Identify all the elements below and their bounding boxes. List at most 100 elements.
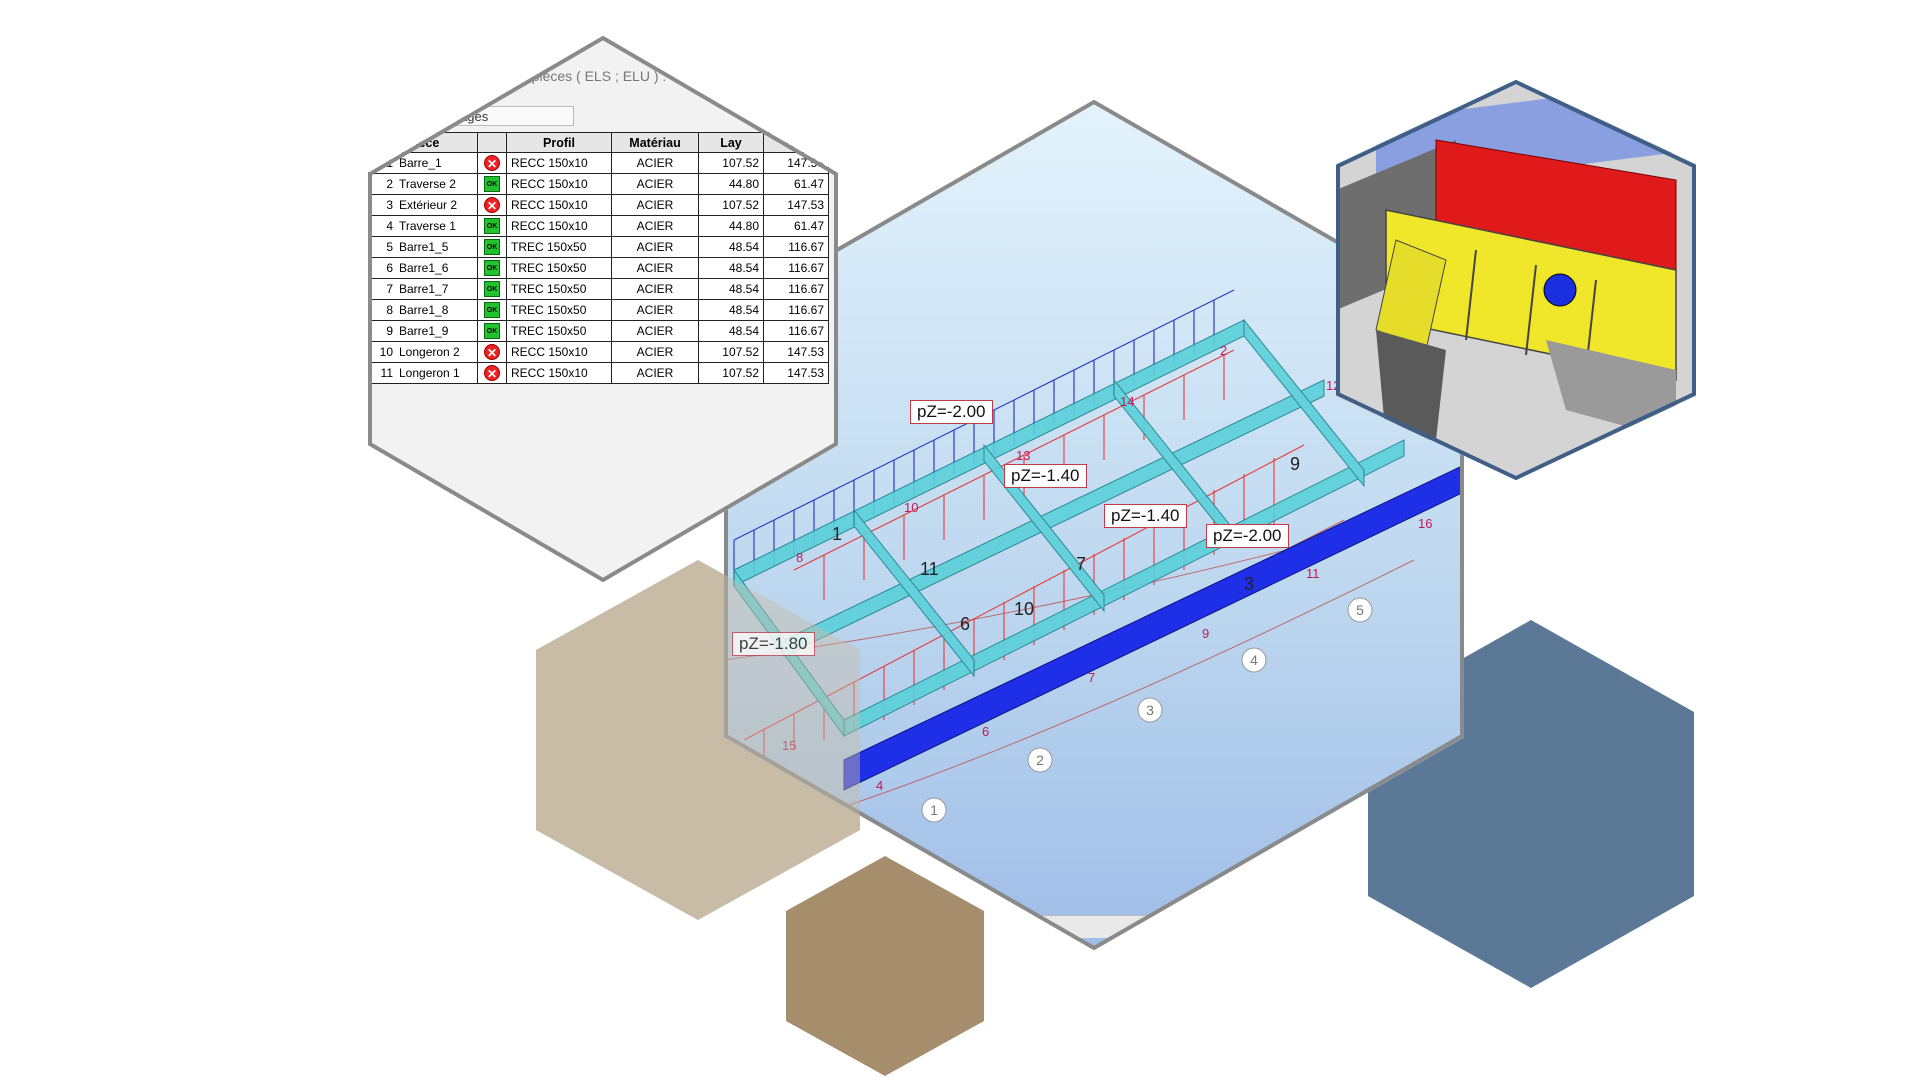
- node-label: 13: [1016, 448, 1030, 463]
- materiau-cell: ACIER: [611, 320, 699, 342]
- node-label: 14: [1120, 394, 1134, 409]
- structure-model-view[interactable]: 1 2 3 4 5 1 11 6 10 7 9 3: [724, 100, 1464, 950]
- load-label[interactable]: pZ=-2.00: [1206, 524, 1289, 548]
- lay-cell: 107.52: [698, 362, 764, 384]
- dialog-title: es pièces ( ELS ; ELU ) :: [513, 68, 667, 84]
- laz-cell: 147.53: [763, 152, 829, 174]
- grid-label: 3: [1146, 702, 1154, 718]
- piece-name: Traverse 2: [399, 177, 456, 191]
- status-ok-icon: OK: [484, 218, 500, 234]
- lay-cell: 48.54: [698, 236, 764, 258]
- status-cell: OK: [477, 215, 507, 237]
- piece-index: 3: [386, 198, 393, 212]
- column-header-materiau[interactable]: Matériau: [611, 132, 699, 153]
- tab-messages[interactable]: ssages: [438, 106, 574, 126]
- profil-cell: RECC 150x10: [506, 215, 612, 237]
- column-header-laz[interactable]: Laz: [763, 132, 829, 153]
- status-ok-icon: OK: [484, 323, 500, 339]
- load-label[interactable]: pZ=-1.40: [1004, 464, 1087, 488]
- load-label[interactable]: pZ=-1.80: [732, 632, 815, 656]
- profil-cell: TREC 150x50: [506, 278, 612, 300]
- piece-index: 4: [386, 219, 393, 233]
- grid-label: 4: [1250, 652, 1258, 668]
- piece-cell: 4 Traverse 1: [368, 215, 478, 237]
- lay-cell: 48.54: [698, 278, 764, 300]
- member-label: 10: [1014, 599, 1034, 619]
- laz-cell: 116.67: [763, 320, 829, 342]
- profil-cell: RECC 150x10: [506, 194, 612, 216]
- materiau-cell: ACIER: [611, 215, 699, 237]
- materiau-cell: ACIER: [611, 341, 699, 363]
- lay-cell: 48.54: [698, 257, 764, 279]
- node-label: 15: [782, 738, 796, 753]
- lay-cell: 48.54: [698, 299, 764, 321]
- laz-cell: 116.67: [763, 278, 829, 300]
- load-label[interactable]: pZ=-2.00: [910, 400, 993, 424]
- piece-cell: 2 Traverse 2: [368, 173, 478, 195]
- piece-name: Barre1_9: [399, 324, 449, 338]
- laz-cell: 116.67: [763, 299, 829, 321]
- piece-name: Barre1_5: [399, 240, 449, 254]
- piece-index: 2: [386, 177, 393, 191]
- laz-cell: 61.47: [763, 173, 829, 195]
- piece-name: Barre1_8: [399, 303, 449, 317]
- status-ok-icon: OK: [484, 176, 500, 192]
- connection-detail-view[interactable]: [1336, 80, 1696, 480]
- status-error-icon: ✕: [484, 365, 500, 381]
- column-header-profil[interactable]: Profil: [506, 132, 612, 153]
- z-coordinate-readout: Z = 0,00: [1139, 920, 1184, 934]
- status-error-icon: ✕: [484, 344, 500, 360]
- member-label: 9: [1290, 454, 1300, 474]
- laz-cell: 61.47: [763, 215, 829, 237]
- node-label: 11: [1306, 566, 1320, 581]
- status-ok-icon: OK: [484, 302, 500, 318]
- profil-cell: RECC 150x10: [506, 173, 612, 195]
- pieces-dialog[interactable]: es pièces ( ELS ; ELU ) : ssages Pièce P…: [368, 36, 838, 582]
- column-header-status[interactable]: [477, 132, 507, 153]
- load-label[interactable]: pZ=-1.40: [1104, 504, 1187, 528]
- materiau-cell: ACIER: [611, 152, 699, 174]
- piece-name: Traverse 1: [399, 219, 456, 233]
- piece-name: Longeron 1: [399, 366, 460, 380]
- status-cell: ✕: [477, 152, 507, 174]
- grid-label: 1: [930, 802, 938, 818]
- profil-cell: RECC 150x10: [506, 152, 612, 174]
- piece-index: 11: [380, 366, 393, 380]
- status-ok-icon: OK: [484, 281, 500, 297]
- profil-cell: TREC 150x50: [506, 320, 612, 342]
- materiau-cell: ACIER: [611, 257, 699, 279]
- status-bar: Z = 0,00: [1039, 915, 1339, 938]
- member-label: 11: [920, 559, 939, 579]
- grid-label: 2: [1036, 752, 1044, 768]
- column-header-piece[interactable]: Pièce: [368, 132, 478, 153]
- piece-index: 6: [386, 261, 393, 275]
- status-error-icon: ✕: [484, 155, 500, 171]
- status-cell: OK: [477, 299, 507, 321]
- connection-detail-canvas[interactable]: [1336, 80, 1696, 480]
- piece-index: 7: [386, 282, 393, 296]
- status-cell: OK: [477, 320, 507, 342]
- node-label: 2: [1220, 343, 1227, 358]
- piece-index: 1: [386, 156, 393, 170]
- status-cell: OK: [477, 236, 507, 258]
- column-header-lay[interactable]: Lay: [698, 132, 764, 153]
- piece-index: 9: [386, 324, 393, 338]
- member-label: 6: [960, 614, 970, 634]
- table-header-row: Pièce Profil Matériau Lay Laz: [368, 132, 829, 153]
- laz-cell: 147.53: [763, 341, 829, 363]
